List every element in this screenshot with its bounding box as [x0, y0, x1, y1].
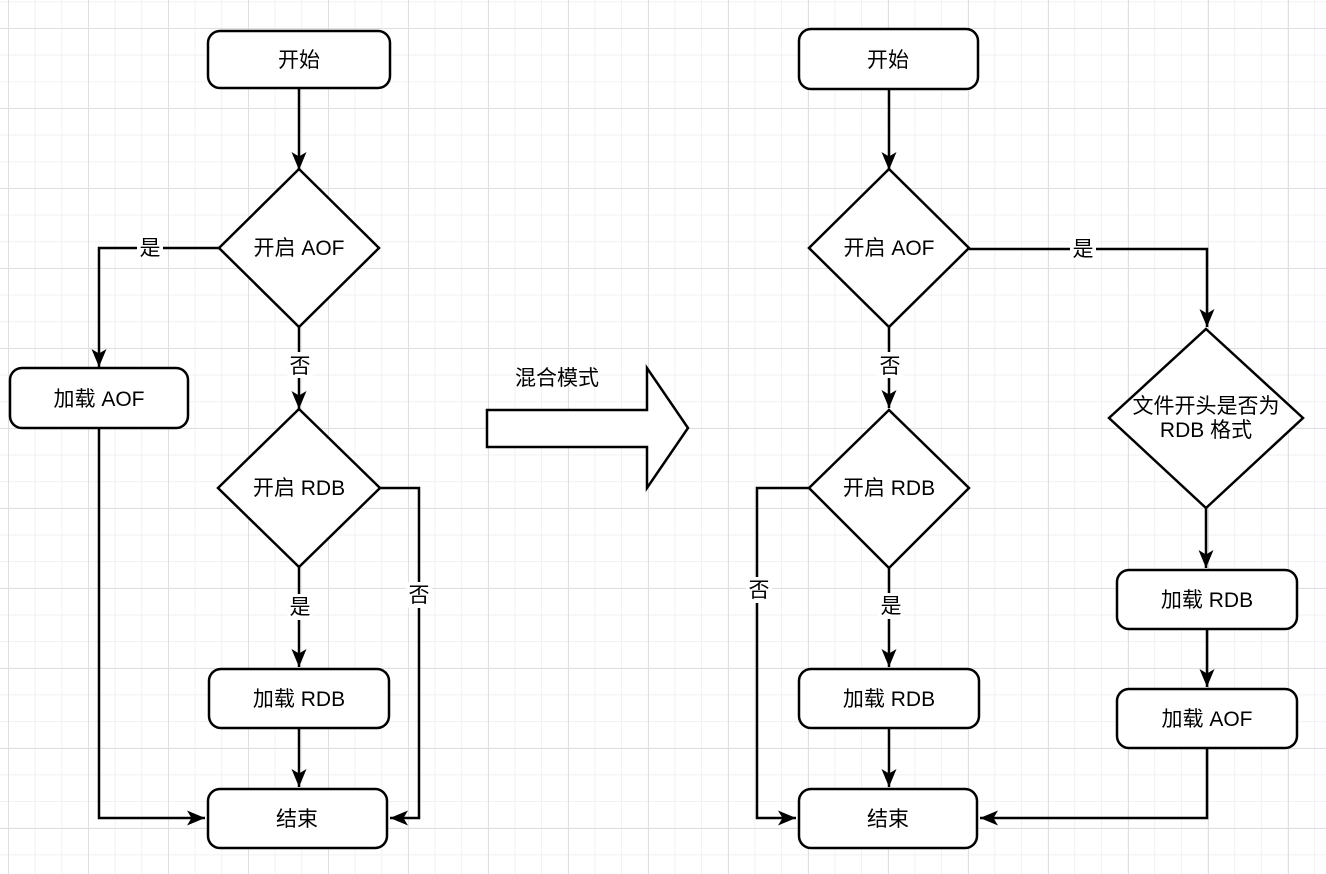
- right-aof-decision: [807, 167, 971, 329]
- right-load-aof-branch-node: [1115, 687, 1299, 750]
- edge-left-loadaof-to-end: [97, 428, 205, 826]
- left-yes-rdb-label-bg: [287, 594, 313, 620]
- left-start-node: [206, 29, 392, 90]
- edge-right-rdb-no: [755, 486, 809, 826]
- left-no-rdb-label: 否: [409, 584, 430, 607]
- left-end-node: [206, 787, 389, 850]
- mixed-mode-label: 混合模式: [515, 367, 599, 390]
- mixed-mode-arrow-shape: [485, 363, 690, 493]
- left-aof-decision: [217, 167, 381, 329]
- right-rdb-decision-label: 开启 RDB: [843, 477, 935, 500]
- left-flowchart: 开始 开启 AOF 加载 AOF 开启 RDB 加载 RDB 结束 是 否 是 …: [8, 29, 432, 850]
- right-file-format-decision: [1107, 327, 1305, 510]
- edge-right-aof-yes: [969, 247, 1215, 327]
- right-file-format-label-line1: 文件开头是否为: [1133, 395, 1280, 418]
- left-yes-aof-label-bg: [137, 235, 163, 260]
- left-load-aof-node: [8, 366, 190, 430]
- right-end-node: [797, 787, 979, 850]
- right-start-label: 开始: [867, 49, 909, 72]
- left-rdb-decision: [216, 407, 382, 569]
- edge-right-loadaof-to-end: [980, 748, 1209, 826]
- left-aof-decision-label: 开启 AOF: [253, 237, 344, 260]
- right-start-node: [797, 27, 980, 91]
- left-yes-aof-label: 是: [140, 237, 161, 260]
- right-yes-rdb-label: 是: [881, 595, 902, 618]
- left-yes-rdb-label: 是: [290, 596, 311, 619]
- left-no-rdb-label-bg: [406, 582, 432, 608]
- right-yes-aof-label: 是: [1073, 238, 1094, 261]
- left-no-aof-label: 否: [290, 355, 311, 378]
- right-end-label: 结束: [867, 808, 909, 831]
- right-file-format-label-line2: RDB 格式: [1160, 419, 1252, 442]
- right-rdb-decision: [807, 408, 971, 570]
- right-yes-rdb-label-bg: [878, 593, 904, 619]
- edge-left-rdb-no: [380, 486, 421, 826]
- left-load-rdb-label: 加载 RDB: [253, 688, 345, 711]
- right-no-rdb-label-bg: [746, 577, 772, 603]
- left-rdb-decision-label: 开启 RDB: [253, 477, 345, 500]
- right-no-aof-label-bg: [877, 352, 903, 378]
- right-no-aof-label: 否: [880, 355, 901, 378]
- left-end-label: 结束: [276, 808, 318, 831]
- edge-left-aof-yes: [91, 246, 219, 367]
- left-load-rdb-node: [207, 667, 391, 730]
- right-load-aof-branch-label: 加载 AOF: [1161, 708, 1252, 731]
- left-load-aof-label: 加载 AOF: [53, 388, 144, 411]
- left-start-label: 开始: [278, 49, 320, 72]
- right-load-rdb-branch-node: [1115, 568, 1299, 631]
- right-no-rdb-label: 否: [749, 579, 770, 602]
- right-yes-aof-label-bg: [1070, 236, 1096, 262]
- right-aof-decision-label: 开启 AOF: [843, 237, 934, 260]
- right-flowchart: 开始 开启 AOF 文件开头是否为 RDB 格式 开启 RDB 加载 RDB 结…: [746, 27, 1305, 850]
- left-no-aof-label-bg: [287, 352, 313, 378]
- right-load-rdb-main-node: [797, 667, 981, 730]
- transform-arrow: 混合模式: [485, 363, 690, 493]
- right-load-rdb-main-label: 加载 RDB: [843, 688, 935, 711]
- right-load-rdb-branch-label: 加载 RDB: [1161, 589, 1253, 612]
